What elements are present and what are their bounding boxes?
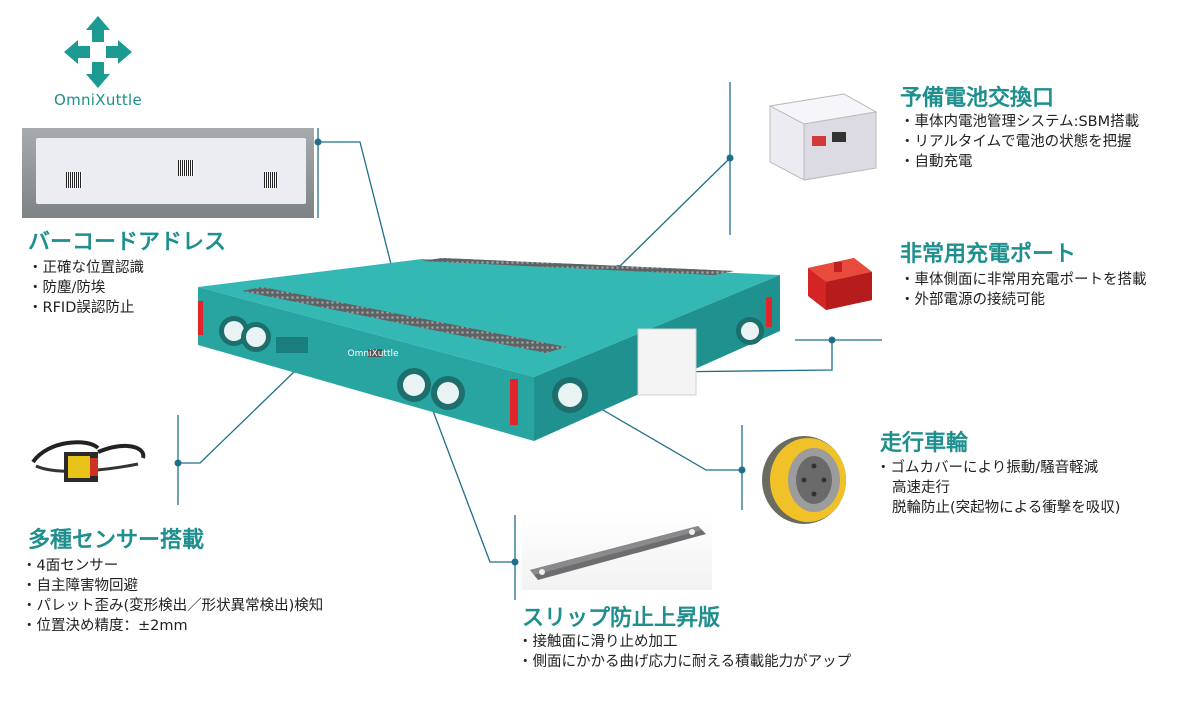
list-item: 自動充電 — [900, 152, 1139, 172]
list-item: 車体内電池管理システム:SBM搭載 — [900, 112, 1140, 132]
list-item: 正確な位置認識 — [28, 258, 145, 278]
sensor-title: 多種センサー搭載 — [28, 528, 205, 553]
four-arrows-logo-icon — [64, 16, 132, 88]
list-item: 側面にかかる曲げ応力に耐える積載能力がアップ — [518, 652, 852, 672]
list-item: リアルタイムで電池の状態を把握 — [900, 132, 1139, 152]
agv-robot-illustration: OmniXuttle — [190, 245, 790, 445]
list-item: 車体側面に非常用充電ポートを搭載 — [900, 270, 1147, 290]
slip-title: スリップ防止上昇版 — [522, 606, 721, 631]
sensor-photo — [28, 430, 152, 496]
charge-bullets: 車体側面に非常用充電ポートを搭載 外部電源の接続可能 — [900, 270, 1147, 310]
omnixuttle-logo: OmniXuttle — [38, 12, 158, 112]
list-item: 脱輪防止(突起物による衝撃を吸収) — [892, 500, 1121, 516]
wheel-photo — [756, 430, 856, 530]
list-item: ゴムカバーにより振動/騒音軽減 — [876, 458, 1120, 478]
list-item: パレット歪み(変形検出／形状異常検出)検知 — [22, 596, 324, 616]
list-item: 外部電源の接続可能 — [900, 290, 1147, 310]
list-item: 高速走行 — [892, 480, 950, 496]
battery-title: 予備電池交換口 — [900, 86, 1055, 111]
barcode-bullets: 正確な位置認識 防塵/防埃 RFID誤認防止 — [28, 258, 145, 318]
barcode-title: バーコードアドレス — [28, 230, 227, 255]
sensor-bullets: 4面センサー 自主障害物回避 パレット歪み(変形検出／形状異常検出)検知 位置決… — [22, 556, 324, 636]
battery-bullets: 車体内電池管理システム:SBM搭載 リアルタイムで電池の状態を把握 自動充電 — [900, 112, 1140, 172]
wheel-bullets: ゴムカバーにより振動/騒音軽減 高速走行 脱輪防止(突起物による衝撃を吸収) — [876, 458, 1121, 518]
slip-plate-photo — [522, 512, 712, 590]
list-item: 防塵/防埃 — [28, 278, 144, 298]
wheel-title: 走行車輪 — [880, 431, 969, 456]
list-item: 自主障害物回避 — [22, 576, 323, 596]
wheel-icon — [219, 316, 764, 413]
slip-bullets: 接触面に滑り止め加工 側面にかかる曲げ応力に耐える積載能力がアップ — [518, 632, 852, 672]
charge-title: 非常用充電ポート — [900, 242, 1077, 267]
robot-brand-text: OmniXuttle — [347, 349, 399, 359]
battery-photo — [764, 80, 882, 184]
barcode-label-photo — [22, 128, 314, 218]
barcode-plate — [36, 138, 306, 204]
list-item: 4面センサー — [22, 556, 323, 576]
list-item: 接触面に滑り止め加工 — [518, 632, 851, 652]
list-item: 位置決め精度：±2mm — [22, 616, 323, 636]
charge-plug-photo — [800, 244, 880, 316]
list-item: RFID誤認防止 — [28, 298, 144, 318]
logo-text: OmniXuttle — [53, 91, 143, 109]
